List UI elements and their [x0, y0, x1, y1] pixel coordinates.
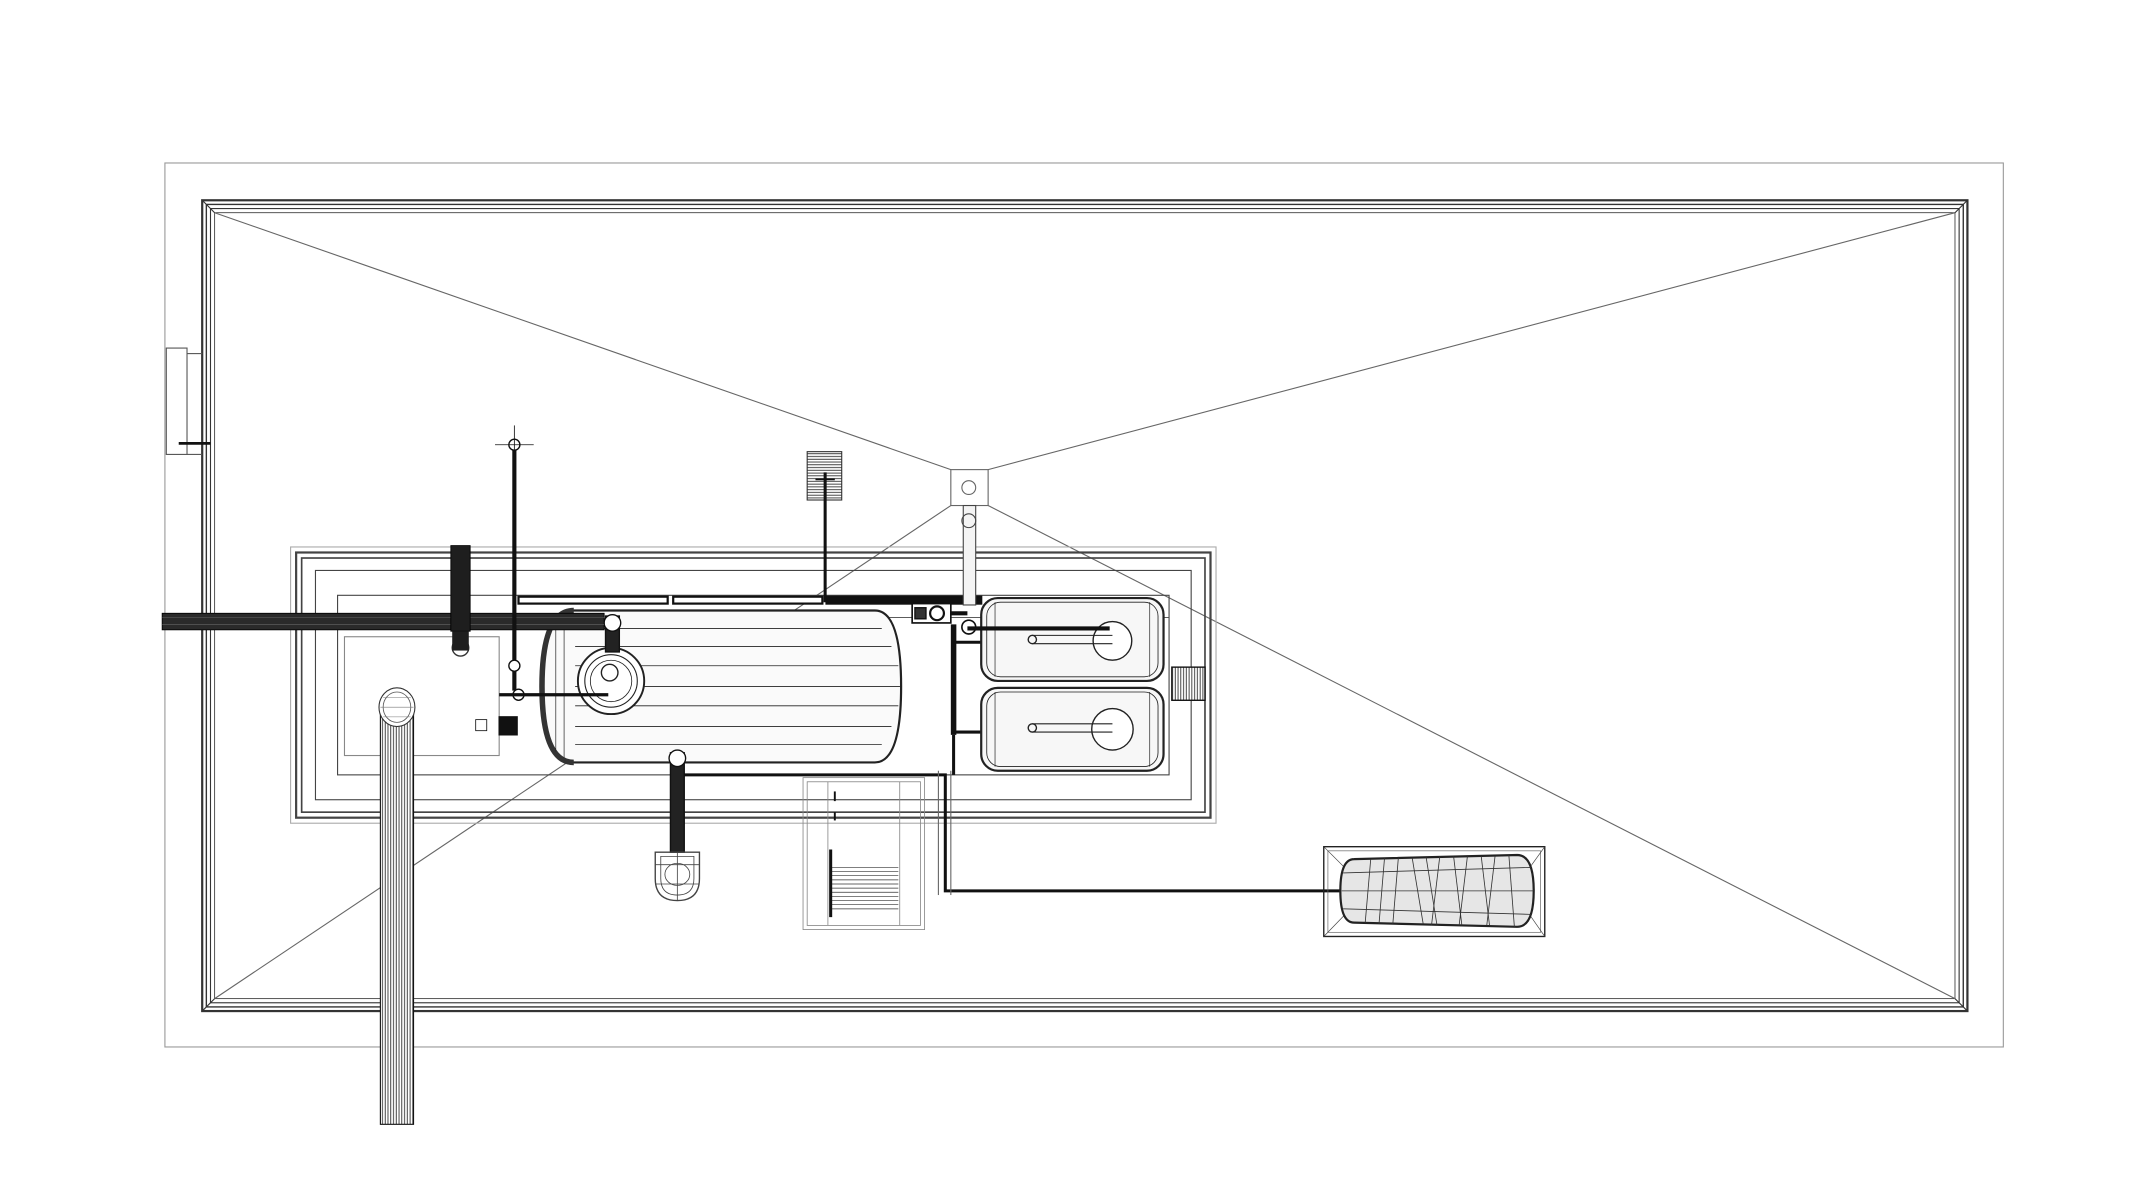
vertical-drop-pipe [378, 687, 416, 1125]
junction-box [806, 451, 843, 603]
instrument-mast [475, 425, 609, 736]
stair [802, 777, 926, 930]
tank-bottom [980, 686, 1165, 772]
riser-pipe [961, 504, 977, 606]
outlet-stub [1171, 666, 1206, 701]
valve [911, 602, 982, 735]
inlet-pipe [161, 545, 605, 657]
pipe-run [684, 734, 1355, 896]
inner-wall [201, 199, 1969, 1013]
outer-boundary [164, 162, 2004, 1048]
top-rails [517, 595, 983, 605]
elbow-fitting [654, 851, 701, 902]
side-door [165, 347, 211, 455]
separator-unit [1323, 846, 1546, 938]
horizontal-vessel [539, 607, 903, 766]
vessel-nozzles [603, 613, 687, 853]
tank-top [967, 596, 1165, 683]
